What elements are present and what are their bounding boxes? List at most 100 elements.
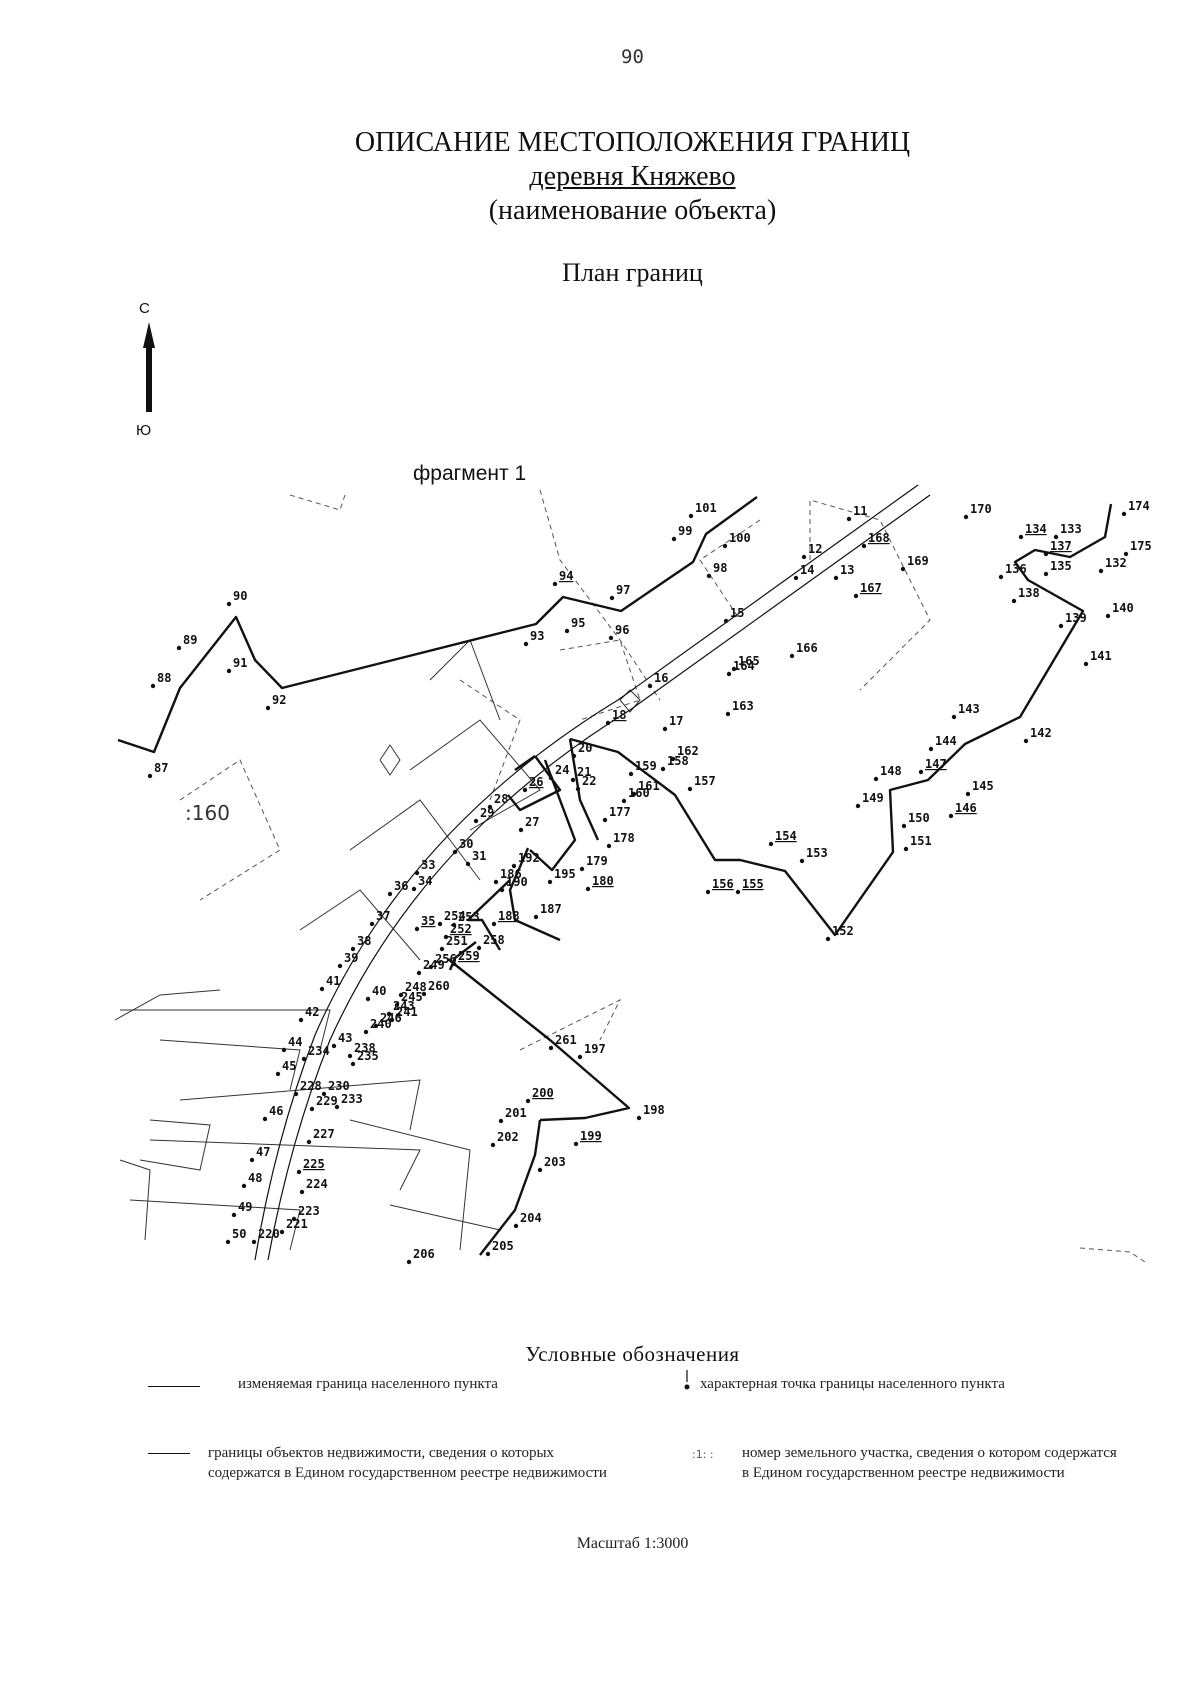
settlement-boundary [117,496,1113,1256]
boundary-point-label: 234 [308,1044,330,1058]
boundary-point-label: 31 [472,849,486,863]
boundary-point-marker [421,991,427,997]
boundary-point-marker [602,817,608,823]
boundary-point-marker [606,843,612,849]
boundary-point-marker [411,886,417,892]
boundary-point-marker [319,986,325,992]
boundary-point-label: 27 [525,815,539,829]
boundary-map: 1741751321331341371351361381391401411421… [114,484,1152,1265]
boundary-point-marker [688,513,694,519]
boundary-point-marker [647,683,653,689]
boundary-point-marker [373,1023,379,1029]
boundary-point-label: 241 [396,1005,418,1019]
boundary-point-label: 91 [233,656,247,670]
boundary-point-marker [533,914,539,920]
boundary-point-marker [523,641,529,647]
boundary-point-label: 197 [584,1042,606,1056]
boundary-point-label: 34 [418,874,432,888]
document-title: ОПИСАНИЕ МЕСТОПОЛОЖЕНИЯ ГРАНИЦ [354,127,911,158]
boundary-point-marker [293,1091,299,1097]
boundary-point-label: 204 [520,1211,542,1225]
boundary-point-label: 29 [480,806,494,820]
boundary-point-marker [963,514,969,520]
boundary-point-label: 188 [498,909,520,923]
boundary-point-marker [518,827,524,833]
boundary-point-marker [998,574,1004,580]
north-arrow: С Ю [134,300,164,439]
boundary-point-marker [722,543,728,549]
boundary-point-label: 134 [1025,522,1047,536]
boundary-point-label: 100 [729,531,751,545]
boundary-point-label: 24 [555,763,569,777]
boundary-point-label: 17 [669,714,683,728]
boundary-point-label: 195 [554,867,576,881]
boundary-point-marker [801,554,807,560]
cadastral-parcels [179,489,1146,1263]
boundary-point-marker [365,996,371,1002]
boundary-point-label: 144 [935,734,957,748]
boundary-point-label: 228 [300,1079,322,1093]
boundary-point-label: 177 [609,805,631,819]
boundary-point-marker [398,992,404,998]
boundary-point-marker [309,1106,315,1112]
boundary-point-marker [918,769,924,775]
boundary-point-label: 49 [238,1200,252,1214]
boundary-point-marker [473,818,479,824]
boundary-point-marker [1105,613,1111,619]
boundary-point-label: 21 [577,765,591,779]
boundary-point-marker [299,1189,305,1195]
boundary-point-label: 87 [154,761,168,775]
boundary-point-marker [579,866,585,872]
boundary-point-label: 15 [730,606,744,620]
boundary-point-marker [571,753,577,759]
boundary-point-marker [301,1056,307,1062]
boundary-point-label: 174 [1128,499,1150,513]
boundary-point-label: 14 [800,563,814,577]
boundary-point-marker [487,804,493,810]
boundary-point-label: 202 [497,1130,519,1144]
boundary-point-label: 249 [423,958,445,972]
boundary-point-label: 30 [459,837,473,851]
boundary-point-marker [564,628,570,634]
boundary-point-marker [1123,551,1129,557]
boundary-point-marker [386,1011,392,1017]
boundary-point-label: 141 [1090,649,1112,663]
boundary-point-label: 41 [326,974,340,988]
boundary-point-marker [331,1043,337,1049]
boundary-point-label: 154 [775,829,797,843]
boundary-point-label: 135 [1050,559,1072,573]
map-scale: Масштаб 1:3000 [576,1535,689,1552]
boundary-point-label: 22 [582,774,596,788]
boundary-point-label: 43 [338,1031,352,1045]
boundary-point-marker [1043,571,1049,577]
boundary-point-marker [452,849,458,855]
boundary-point-label: 233 [341,1092,363,1106]
boundary-point-marker [476,945,482,951]
boundary-point-label: 200 [532,1086,554,1100]
boundary-point-label: 160 [628,786,650,800]
boundary-point-label: 39 [344,951,358,965]
boundary-point-label: 11 [853,504,867,518]
boundary-point-marker [306,1139,312,1145]
boundary-point-label: 16 [654,671,668,685]
boundary-point-marker [176,645,182,651]
boundary-point-marker [670,756,676,762]
parcel-number-icon: :1: : [692,1448,714,1461]
boundary-point-marker [443,934,449,940]
boundary-point-marker [387,891,393,897]
boundary-point-marker [416,970,422,976]
legend-item-cadastral-objects: границы объектов недвижимости, сведения … [208,1445,607,1481]
boundary-point-marker [660,766,666,772]
boundary-point-marker [147,773,153,779]
boundary-point-marker [731,666,737,672]
boundary-point-marker [873,776,879,782]
boundary-point-marker [231,1212,237,1218]
boundary-point-marker [1098,568,1104,574]
boundary-point-label: 221 [286,1217,308,1231]
boundary-point-label: 136 [1005,562,1027,576]
boundary-point-marker [789,653,795,659]
boundary-point-label: 155 [742,877,764,891]
boundary-point-label: 132 [1105,556,1127,570]
boundary-point-marker [491,921,497,927]
boundary-point-label: 206 [413,1247,435,1261]
